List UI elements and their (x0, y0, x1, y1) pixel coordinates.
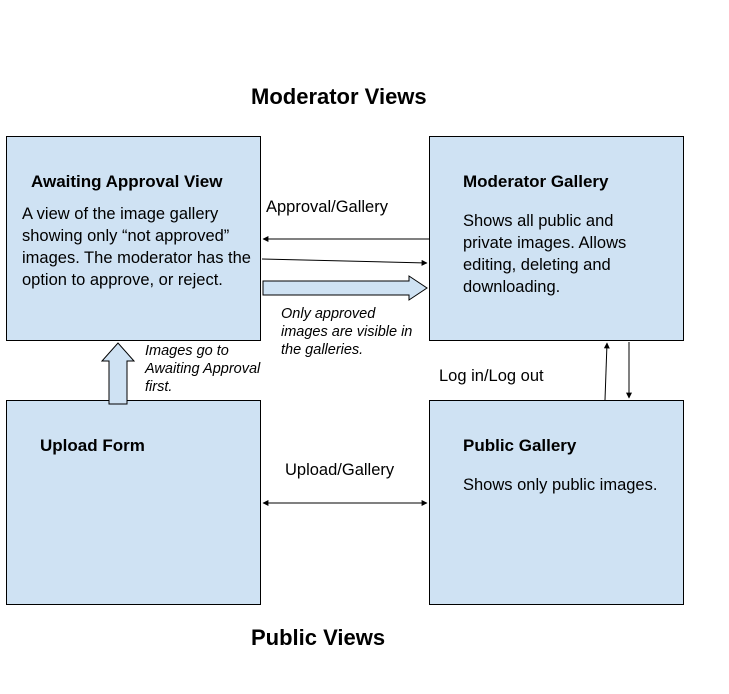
moderator-gallery-box: Moderator Gallery Shows all public and p… (429, 136, 684, 341)
awaiting-approval-box: Awaiting Approval View A view of the ima… (6, 136, 261, 341)
login-logout-label: Log in/Log out (439, 367, 544, 385)
moderator-gallery-title: Moderator Gallery (463, 172, 609, 191)
moderator-gallery-description: Shows all public and private images. All… (463, 212, 627, 296)
arrow-login-up (603, 342, 610, 401)
upload-gallery-label: Upload/Gallery (285, 461, 395, 479)
upload-block-arrow (100, 342, 136, 405)
approved-block-arrow (262, 275, 428, 301)
public-gallery-description: Shows only public images. (463, 476, 658, 494)
images-go-to-note: Images go to Awaiting Approval first. (145, 343, 261, 395)
upload-form-title: Upload Form (40, 436, 145, 455)
arrow-to-moderator-gallery (261, 258, 428, 266)
public-gallery-title: Public Gallery (463, 436, 577, 455)
only-approved-note: Only approved images are visible in the … (281, 306, 413, 358)
approval-gallery-label: Approval/Gallery (266, 198, 388, 216)
public-gallery-box: Public Gallery Shows only public images. (429, 400, 684, 605)
public-views-heading: Public Views (251, 625, 386, 650)
moderator-views-heading: Moderator Views (251, 84, 427, 109)
upload-form-box: Upload Form (6, 400, 261, 605)
awaiting-approval-description: A view of the image gallery showing only… (22, 205, 251, 289)
awaiting-approval-title: Awaiting Approval View (31, 172, 223, 191)
